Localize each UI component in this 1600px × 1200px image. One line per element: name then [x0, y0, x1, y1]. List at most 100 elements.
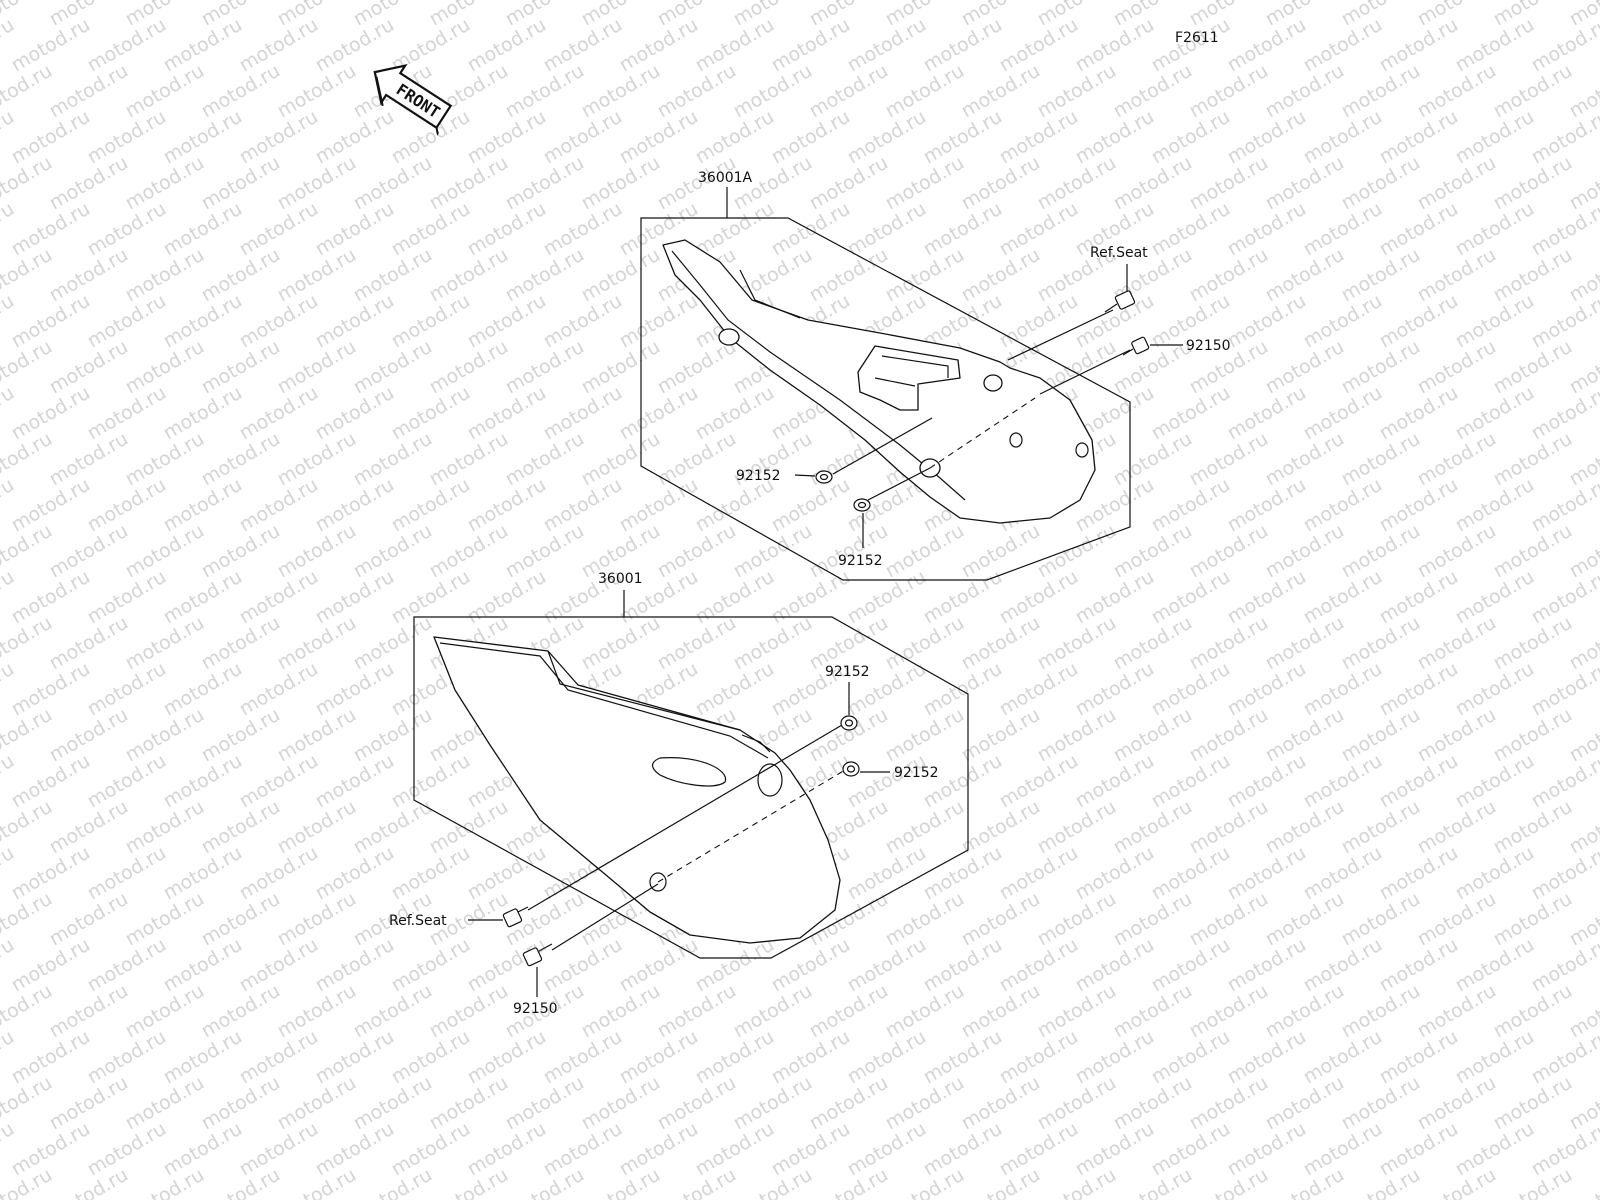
watermark-text: motod.ru — [958, 612, 1044, 675]
watermark-text: motod.ru — [464, 106, 550, 169]
watermark-text: motod.ru — [1452, 658, 1538, 721]
watermark-text: motod.ru — [1376, 658, 1462, 721]
watermark-text: motod.ru — [84, 842, 170, 905]
watermark-text: motod.ru — [1376, 290, 1462, 353]
watermark-text: motod.ru — [122, 336, 208, 399]
watermark-text: motod.ru — [1338, 244, 1424, 307]
watermark-text: motod.ru — [1262, 60, 1348, 123]
watermark-text: motod.ru — [8, 474, 94, 537]
watermark-text: motod.ru — [1338, 60, 1424, 123]
watermark-text: motod.ru — [1490, 796, 1576, 859]
watermark-text: motod.ru — [1110, 704, 1196, 767]
watermark-text: motod.ru — [274, 152, 360, 215]
watermark-text: motod.ru — [426, 1072, 512, 1135]
watermark-text: motod.ru — [1414, 152, 1500, 215]
watermark-text: motod.ru — [388, 842, 474, 905]
watermark-text: motod.ru — [426, 796, 512, 859]
watermark-text: motod.ru — [388, 290, 474, 353]
watermark-text: motod.ru — [1072, 658, 1158, 721]
watermark-text: motod.ru — [540, 474, 626, 537]
watermark-text: motod.ru — [920, 14, 1006, 77]
watermark-text: motod.ru — [312, 474, 398, 537]
watermark-text: motod.ru — [1452, 290, 1538, 353]
watermark-text: motod.ru — [160, 1026, 246, 1089]
watermark-text: motod.ru — [1110, 612, 1196, 675]
watermark-text: motod.ru — [122, 980, 208, 1043]
watermark-text: motod.ru — [996, 290, 1082, 353]
watermark-text: motod.ru — [236, 658, 322, 721]
watermark-text: motod.ru — [312, 382, 398, 445]
lower-assembly: 36001 92152 92152 Ref.Seat — [389, 571, 969, 1017]
watermark-text: motod.ru — [464, 198, 550, 261]
watermark-text: motod.ru — [996, 842, 1082, 905]
watermark-text: motod.ru — [882, 60, 968, 123]
watermark-text: motod.ru — [426, 428, 512, 491]
watermark-text: motod.ru — [236, 382, 322, 445]
watermark-text: motod.ru — [160, 842, 246, 905]
watermark-text: motod.ru — [1452, 750, 1538, 813]
upper-bolt-92150-icon — [1122, 336, 1150, 356]
watermark-text: motod.ru — [996, 106, 1082, 169]
watermark-text: motod.ru — [1452, 198, 1538, 261]
watermark-text: motod.ru — [806, 1072, 892, 1135]
watermark-text: motod.ru — [996, 14, 1082, 77]
watermark-text: motod.ru — [882, 980, 968, 1043]
watermark-text: motod.ru — [198, 336, 284, 399]
watermark-text: motod.ru — [160, 14, 246, 77]
watermark-text: motod.ru — [426, 520, 512, 583]
watermark-text: motod.ru — [1376, 474, 1462, 537]
watermark-text: motod.ru — [654, 612, 740, 675]
watermark-text: motod.ru — [1300, 658, 1386, 721]
watermark-text: motod.ru — [312, 750, 398, 813]
watermark-text: motod.ru — [1376, 382, 1462, 445]
watermark-text: motod.ru — [350, 244, 436, 307]
watermark-text: motod.ru — [46, 428, 132, 491]
watermark-text: motod.ru — [958, 796, 1044, 859]
watermark-text: motod.ru — [692, 1026, 778, 1089]
watermark-text: motod.ru — [920, 566, 1006, 629]
watermark-text: motod.ru — [1224, 1026, 1310, 1089]
watermark-text: motod.ru — [1338, 888, 1424, 951]
lower-washer-top-label: 92152 — [825, 664, 870, 680]
watermark-text: motod.ru — [160, 934, 246, 997]
watermark-text: motod.ru — [692, 934, 778, 997]
watermark-text: motod.ru — [350, 704, 436, 767]
watermark-text: motod.ru — [1224, 198, 1310, 261]
watermark-text: motod.ru — [274, 1072, 360, 1135]
watermark-text: motod.ru — [1034, 60, 1120, 123]
watermark-text: motod.ru — [844, 750, 930, 813]
watermark-text: motod.ru — [996, 198, 1082, 261]
watermark-text: motod.ru — [1148, 750, 1234, 813]
watermark-text: motod.ru — [198, 520, 284, 583]
watermark-text: motod.ru — [1452, 1026, 1538, 1089]
watermark-text: motod.ru — [122, 704, 208, 767]
upper-assembly-frame — [640, 217, 1131, 581]
watermark-text: motod.ru — [540, 1026, 626, 1089]
lower-ref-seat-bolt-icon — [502, 906, 529, 928]
watermark-text: motod.ru — [1034, 888, 1120, 951]
watermark-text: motod.ru — [654, 980, 740, 1043]
watermark-text: motod.ru — [1034, 520, 1120, 583]
watermark-text: motod.ru — [1300, 474, 1386, 537]
watermark-text: motod.ru — [312, 106, 398, 169]
watermark-text: motod.ru — [1148, 566, 1234, 629]
watermark-text: motod.ru — [84, 1026, 170, 1089]
lower-washer-top-icon — [840, 715, 858, 731]
watermark-text: motod.ru — [1224, 658, 1310, 721]
watermark-text: motod.ru — [1224, 566, 1310, 629]
watermark-text: motod.ru — [1338, 520, 1424, 583]
watermark-text: motod.ru — [274, 244, 360, 307]
watermark-text: motod.ru — [236, 934, 322, 997]
watermark-text: motod.ru — [1034, 152, 1120, 215]
watermark-text: motod.ru — [122, 152, 208, 215]
watermark-text: motod.ru — [654, 1072, 740, 1135]
watermark-text: motod.ru — [502, 60, 588, 123]
watermark-text: motod.ru — [312, 842, 398, 905]
watermark-text: motod.ru — [274, 796, 360, 859]
watermark-text: motod.ru — [1262, 612, 1348, 675]
watermark-text: motod.ru — [692, 382, 778, 445]
watermark-text: motod.ru — [236, 566, 322, 629]
watermark-text: motod.ru — [1300, 750, 1386, 813]
watermark-text: motod.ru — [122, 888, 208, 951]
